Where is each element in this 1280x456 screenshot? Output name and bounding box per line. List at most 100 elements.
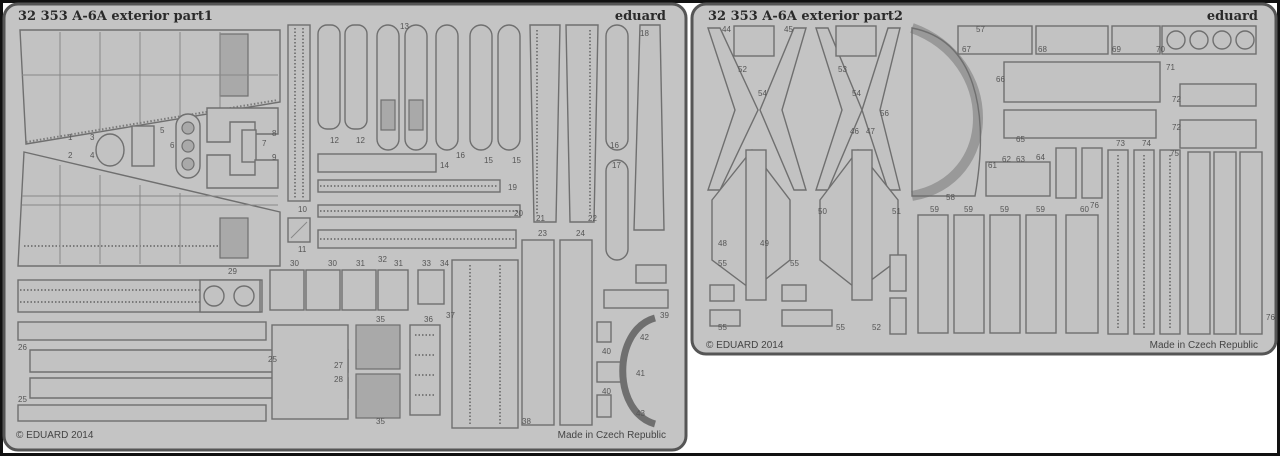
fret-part1-origin: Made in Czech Republic xyxy=(558,430,666,441)
part-number-label: 42 xyxy=(640,333,649,342)
part-number-label: 71 xyxy=(1166,63,1175,72)
part-number-label: 37 xyxy=(446,311,455,320)
part-number-label: 24 xyxy=(576,229,585,238)
part-number-label: 46 xyxy=(850,127,859,136)
part-number-label: 31 xyxy=(394,259,403,268)
part-number-label: 13 xyxy=(400,22,409,31)
part-number-label: 70 xyxy=(1156,45,1165,54)
part-number-label: 66 xyxy=(996,75,1005,84)
part-number-label: 10 xyxy=(298,205,307,214)
part-number-label: 48 xyxy=(718,239,727,248)
part-number-label: 76 xyxy=(1266,313,1275,322)
fret-part1-brand: eduard xyxy=(615,9,666,24)
part-number-label: 61 xyxy=(988,161,997,170)
part-number-label: 53 xyxy=(838,65,847,74)
part-number-label: 75 xyxy=(1170,149,1179,158)
part-number-label: 16 xyxy=(456,151,465,160)
part-number-label: 7 xyxy=(262,139,267,148)
part-number-label: 72 xyxy=(1172,95,1181,104)
part-number-label: 59 xyxy=(1000,205,1009,214)
part-number-label: 33 xyxy=(422,259,431,268)
part-number-label: 35 xyxy=(376,315,385,324)
part-number-label: 65 xyxy=(1016,135,1025,144)
part-number-label: 12 xyxy=(356,136,365,145)
fret-part2-brand: eduard xyxy=(1207,9,1258,24)
part-number-label: 59 xyxy=(964,205,973,214)
part-number-label: 25 xyxy=(18,395,27,404)
part-number-label: 60 xyxy=(1080,205,1089,214)
part-number-label: 12 xyxy=(330,136,339,145)
part-number-label: 3 xyxy=(90,133,95,142)
fret-part1-copyright: © EDUARD 2014 xyxy=(16,430,94,441)
part-number-label: 25 xyxy=(268,355,277,364)
part-number-label: 76 xyxy=(1090,201,1099,210)
part-number-label: 73 xyxy=(1116,139,1125,148)
part-number-label: 38 xyxy=(522,417,531,426)
part-number-label: 22 xyxy=(588,214,597,223)
part-number-label: 15 xyxy=(484,156,493,165)
part-number-label: 51 xyxy=(892,207,901,216)
part-number-label: 20 xyxy=(514,209,523,218)
part-number-label: 31 xyxy=(356,259,365,268)
fret-part1: 32 353 A-6A exterior part1 eduard © EDUA… xyxy=(2,2,688,452)
part-number-label: 26 xyxy=(18,343,27,352)
part-number-label: 62 xyxy=(1002,155,1011,164)
part-number-label: 28 xyxy=(334,375,343,384)
part-number-label: 15 xyxy=(512,156,521,165)
part-number-label: 56 xyxy=(880,109,889,118)
part-number-label: 40 xyxy=(602,387,611,396)
parts-top-row xyxy=(317,24,665,261)
part-number-label: 55 xyxy=(718,323,727,332)
part-number-label: 54 xyxy=(852,89,861,98)
part-number-label: 68 xyxy=(1038,45,1047,54)
part-number-label: 19 xyxy=(508,183,517,192)
part-number-label: 21 xyxy=(536,214,545,223)
part-number-label: 23 xyxy=(538,229,547,238)
part-number-label: 47 xyxy=(866,127,875,136)
part-number-label: 29 xyxy=(228,267,237,276)
part-number-label: 30 xyxy=(328,259,337,268)
part-number-label: 35 xyxy=(376,417,385,426)
part-number-label: 16 xyxy=(610,141,619,150)
part-wing-upper xyxy=(19,29,281,145)
part-number-label: 27 xyxy=(334,361,343,370)
fret-part2: 32 353 A-6A exterior part2 eduard © EDUA… xyxy=(690,2,1278,356)
part-number-label: 4 xyxy=(90,151,95,160)
part-number-label: 63 xyxy=(1016,155,1025,164)
fret-part2-origin: Made in Czech Republic xyxy=(1150,340,1258,351)
part-number-label: 30 xyxy=(290,259,299,268)
part-number-label: 14 xyxy=(440,161,449,170)
part-number-label: 52 xyxy=(738,65,747,74)
part-number-label: 72 xyxy=(1172,123,1181,132)
part-number-label: 45 xyxy=(784,25,793,34)
part-number-label: 39 xyxy=(660,311,669,320)
part-number-label: 57 xyxy=(976,25,985,34)
fret-part1-title: 32 353 A-6A exterior part1 xyxy=(18,9,213,24)
part-number-label: 9 xyxy=(272,153,277,162)
part-number-label: 52 xyxy=(872,323,881,332)
part-number-label: 1 xyxy=(68,133,73,142)
part-number-label: 55 xyxy=(790,259,799,268)
part-number-label: 64 xyxy=(1036,153,1045,162)
part-number-label: 50 xyxy=(818,207,827,216)
part-number-label: 49 xyxy=(760,239,769,248)
part-number-label: 55 xyxy=(718,259,727,268)
part-number-label: 43 xyxy=(636,409,645,418)
part-number-label: 55 xyxy=(836,323,845,332)
part-number-label: 36 xyxy=(424,315,433,324)
part-number-label: 17 xyxy=(612,161,621,170)
part-number-label: 74 xyxy=(1142,139,1151,148)
part-number-label: 5 xyxy=(160,126,165,135)
part-number-label: 34 xyxy=(440,259,449,268)
part-number-label: 41 xyxy=(636,369,645,378)
part-wing-lower xyxy=(17,151,281,267)
part-number-label: 32 xyxy=(378,255,387,264)
part-number-label: 40 xyxy=(602,347,611,356)
part-number-label: 18 xyxy=(640,29,649,38)
part-number-label: 11 xyxy=(298,245,307,254)
part-number-label: 6 xyxy=(170,141,175,150)
part-number-label: 2 xyxy=(68,151,73,160)
fret-part2-title: 32 353 A-6A exterior part2 xyxy=(708,9,903,24)
part-number-label: 44 xyxy=(722,25,731,34)
